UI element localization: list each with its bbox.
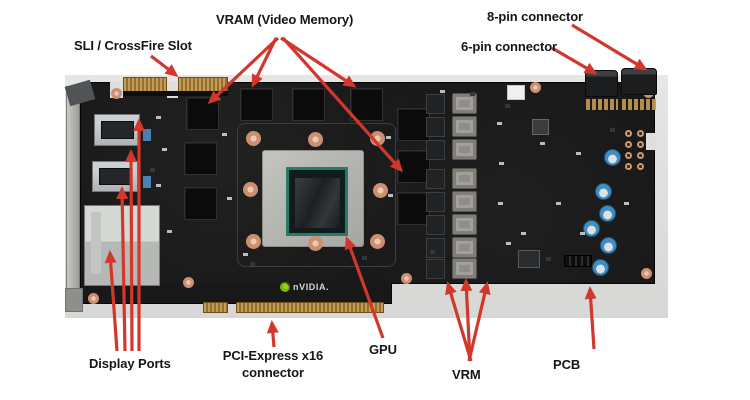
mounting-hole: [308, 236, 323, 251]
photo-background: nVIDIA.: [64, 68, 668, 318]
ic-chip: [518, 250, 540, 268]
vram-chip: [397, 108, 430, 141]
arrow-sli: [150, 54, 179, 77]
through-hole: [637, 152, 644, 159]
through-hole: [625, 130, 632, 137]
through-hole: [637, 130, 644, 137]
dvi-detail: [91, 212, 101, 274]
capacitor: [604, 149, 621, 166]
mosfet: [426, 192, 445, 212]
vrm-choke: [452, 237, 477, 258]
mosfet: [426, 259, 445, 279]
smd-blue: [143, 176, 151, 188]
mosfet: [426, 169, 445, 189]
vrm-choke: [452, 93, 477, 114]
mosfet: [426, 215, 445, 235]
pcie-gold-fingers: [203, 302, 228, 313]
capacitor: [583, 220, 600, 237]
label-pcie-connector: PCI-Express x16 connector: [222, 348, 324, 380]
vram-chip: [350, 88, 383, 121]
label-sli-crossfire-slot: SLI / CrossFire Slot: [74, 38, 192, 53]
label-6pin-connector: 6-pin connector: [461, 39, 558, 54]
mounting-hole: [308, 132, 323, 147]
label-gpu: GPU: [369, 342, 397, 357]
nvidia-logo: nVIDIA.: [280, 282, 329, 292]
through-hole: [637, 141, 644, 148]
mounting-hole: [246, 234, 261, 249]
nvidia-eye-icon: [280, 282, 290, 292]
io-bracket: [66, 86, 80, 302]
label-vram: VRAM (Video Memory): [216, 12, 354, 27]
label-vrm: VRM: [452, 367, 481, 382]
smd-blue: [143, 129, 151, 141]
mounting-hole: [641, 268, 652, 279]
sli-base: [123, 91, 228, 96]
mosfet: [426, 238, 445, 258]
vrm-choke: [452, 258, 477, 279]
vram-chip: [184, 142, 217, 175]
capacitor: [599, 205, 616, 222]
mosfet: [426, 117, 445, 137]
connector-pins: [620, 99, 656, 110]
capacitor: [600, 237, 617, 254]
label-8pin-connector: 8-pin connector: [487, 9, 584, 24]
vrm-choke: [452, 139, 477, 160]
bracket-foot: [65, 288, 83, 312]
vram-chip: [184, 187, 217, 220]
mosfet: [426, 140, 445, 160]
hdmi-slot: [99, 168, 132, 185]
mounting-hole: [243, 182, 258, 197]
connector-pins: [584, 99, 618, 110]
through-hole: [625, 152, 632, 159]
mosfet: [426, 94, 445, 114]
mounting-hole: [111, 88, 122, 99]
edge-notch: [646, 133, 656, 150]
ic-chip: [532, 119, 549, 135]
capacitor: [592, 259, 609, 276]
power-connector-6pin: [585, 70, 618, 97]
vram-chip: [240, 88, 273, 121]
capacitor: [595, 183, 612, 200]
pcb-board-lower: [80, 283, 392, 304]
pcie-gold-fingers: [236, 302, 384, 313]
vram-chip: [292, 88, 325, 121]
mounting-hole: [246, 131, 261, 146]
vrm-choke: [452, 116, 477, 137]
mounting-hole: [401, 273, 412, 284]
nvidia-logo-text: nVIDIA.: [293, 282, 330, 292]
vram-chip: [186, 97, 219, 130]
fan-header: [564, 255, 592, 267]
label-pcb: PCB: [553, 357, 581, 372]
sticker: [507, 85, 525, 100]
through-hole: [625, 163, 632, 170]
sli-notch: [167, 81, 178, 98]
vrm-choke: [452, 168, 477, 189]
arrow-8pin: [571, 23, 648, 71]
mounting-hole: [183, 277, 194, 288]
through-hole: [625, 141, 632, 148]
mounting-hole: [530, 82, 541, 93]
vram-chip: [397, 192, 430, 225]
through-hole: [637, 163, 644, 170]
vrm-choke: [452, 191, 477, 212]
power-connector-8pin: [621, 68, 657, 95]
mounting-hole: [370, 234, 385, 249]
mounting-hole: [373, 183, 388, 198]
displayport-slot: [101, 121, 134, 139]
mounting-hole: [88, 293, 99, 304]
label-display-ports: Display Ports: [89, 356, 171, 371]
vrm-choke: [452, 214, 477, 235]
gpu-die: [295, 178, 340, 228]
mounting-hole: [370, 131, 385, 146]
arrow-pcie: [266, 320, 279, 348]
